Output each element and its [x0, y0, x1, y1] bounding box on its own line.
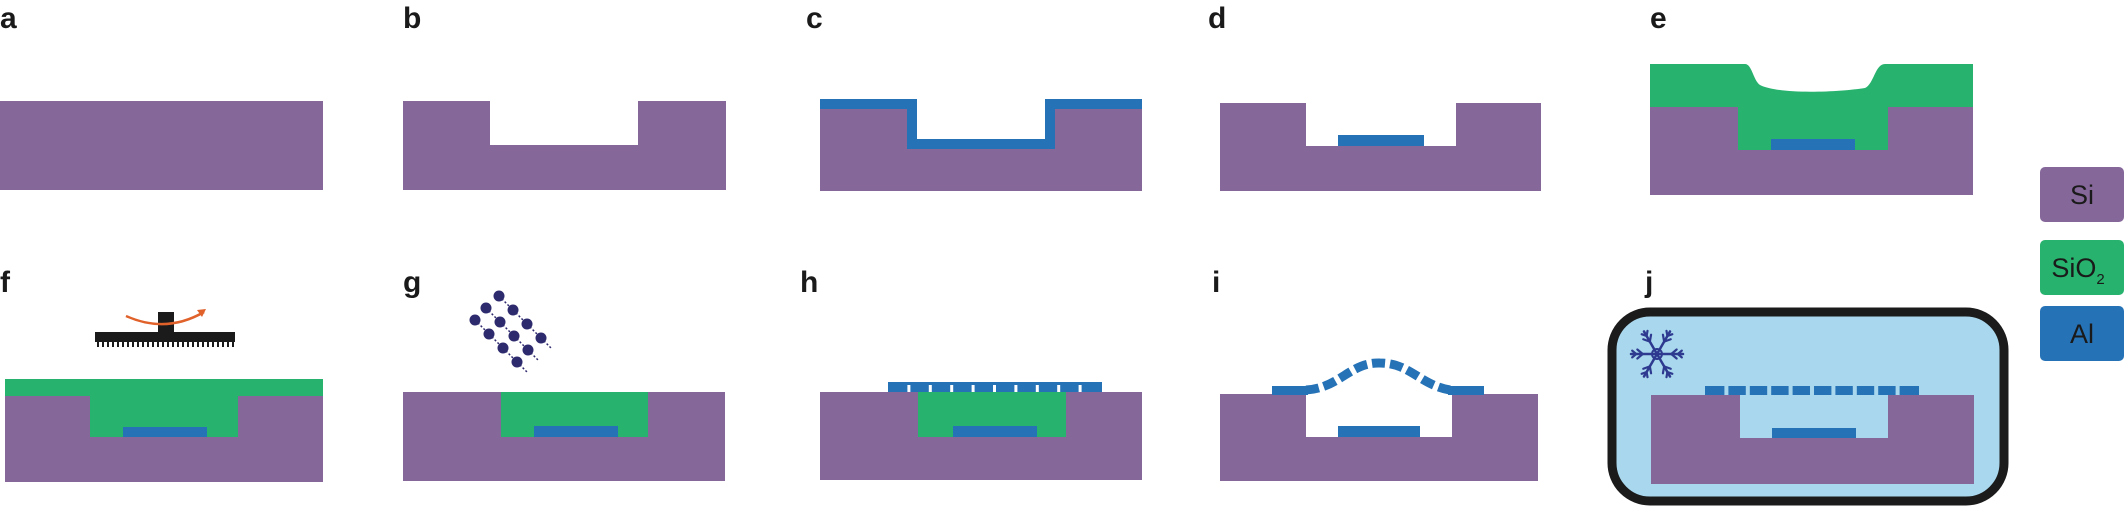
membrane-hole — [1014, 385, 1018, 392]
panel-j — [1607, 307, 2009, 506]
legend-swatch-sio2 — [2040, 240, 2124, 295]
membrane-hole — [1895, 386, 1900, 395]
membrane-hole — [1852, 386, 1857, 395]
panel-b — [403, 101, 726, 190]
ion-beam-icon — [469, 290, 552, 373]
sio2-layer — [1650, 64, 1973, 150]
membrane-hole — [1078, 385, 1082, 392]
si-substrate-etched — [820, 109, 1142, 191]
panel-label-c: c — [806, 2, 823, 35]
si-substrate-etched — [1220, 103, 1541, 191]
legend-item-si: Si — [2040, 167, 2124, 222]
membrane-hole — [971, 385, 975, 392]
membrane-hole — [1788, 386, 1793, 395]
al-electrode — [1338, 135, 1424, 146]
al-electrode — [1338, 426, 1420, 437]
snowflake-icon — [1629, 329, 1685, 379]
panel-label-b: b — [403, 2, 421, 35]
legend-swatch-al — [2040, 306, 2124, 361]
panel-label-j: j — [1644, 266, 1653, 299]
panel-label-g: g — [403, 266, 421, 299]
ion-particle — [508, 330, 520, 342]
membrane-hole — [1767, 386, 1772, 395]
ion-particle — [494, 316, 506, 328]
al-conformal-layer — [820, 99, 1142, 149]
al-buckled-membrane — [1305, 358, 1451, 395]
al-electrode — [1771, 139, 1855, 150]
al-anchor-right — [1448, 386, 1484, 395]
si-substrate-etched — [1651, 395, 1974, 484]
al-perforated-membrane — [888, 382, 1102, 392]
al-perforated-membrane — [1705, 386, 1919, 395]
membrane-hole — [1810, 386, 1814, 395]
panel-label-f: f — [0, 266, 11, 299]
ion-particle — [469, 314, 481, 326]
si-substrate-etched — [1650, 107, 1973, 195]
legend-label-si: Si — [2070, 180, 2094, 210]
panel-e — [1650, 64, 1973, 195]
ion-particle — [535, 332, 547, 344]
legend: Si SiO2 Al — [2040, 167, 2124, 361]
spin-coater-icon — [95, 309, 235, 347]
membrane-hole — [928, 385, 932, 392]
sio2-layer — [5, 379, 323, 437]
legend-swatch-si — [2040, 167, 2124, 222]
rotation-arrow-icon — [125, 310, 205, 326]
arrowhead-icon — [197, 309, 206, 317]
ion-particle — [480, 302, 492, 314]
ion-particle — [483, 328, 495, 340]
panel-g — [403, 290, 725, 481]
legend-label-al: Al — [2070, 319, 2094, 349]
membrane-hole — [1724, 386, 1729, 395]
legend-label-sio2: SiO2 — [2051, 253, 2104, 288]
si-substrate — [0, 101, 323, 190]
membrane-hole — [1057, 385, 1061, 392]
panel-label-e: e — [1650, 2, 1667, 35]
al-electrode — [953, 426, 1037, 437]
al-electrode — [1772, 428, 1856, 438]
panel-label-h: h — [800, 266, 818, 299]
membrane-hole — [907, 385, 911, 392]
panel-label-d: d — [1208, 2, 1226, 35]
al-electrode — [123, 427, 207, 437]
panel-c — [820, 99, 1142, 191]
legend-item-sio2: SiO2 — [2040, 240, 2124, 295]
si-substrate-etched — [403, 101, 726, 190]
membrane-hole — [1745, 386, 1750, 395]
si-substrate-etched — [1220, 394, 1538, 481]
si-substrate-etched — [5, 396, 323, 482]
panel-d — [1220, 103, 1541, 191]
panel-label-i: i — [1212, 266, 1220, 299]
ion-particle — [521, 318, 533, 330]
panel-h — [820, 382, 1142, 480]
membrane-hole — [1874, 386, 1879, 395]
ion-particle — [493, 290, 505, 302]
membrane-hole — [950, 385, 954, 392]
panel-label-a: a — [0, 2, 17, 35]
panel-i — [1220, 358, 1538, 481]
al-anchor-left — [1272, 386, 1308, 395]
membrane-hole — [1831, 386, 1836, 395]
ion-particle — [497, 342, 509, 354]
legend-item-al: Al — [2040, 306, 2124, 361]
panel-f — [5, 309, 323, 482]
al-electrode — [534, 426, 618, 437]
membrane-hole — [993, 385, 996, 392]
panel-a — [0, 101, 323, 190]
ion-particle — [511, 356, 523, 368]
membrane-hole — [1035, 385, 1039, 392]
ion-particle — [507, 304, 519, 316]
ion-particle — [522, 344, 534, 356]
